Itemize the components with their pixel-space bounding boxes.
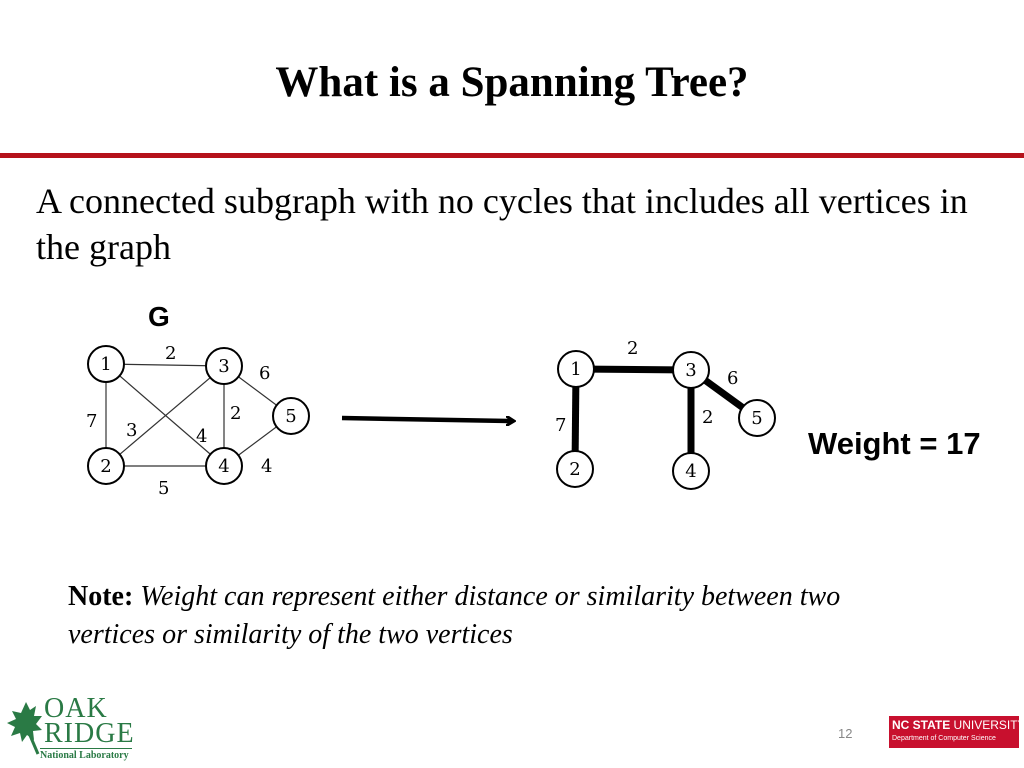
edge-2-3 [105, 365, 225, 467]
weight-2-3: 3 [126, 420, 137, 441]
tree-node-4: 4 [672, 452, 710, 490]
oak-leaf-icon [7, 702, 42, 755]
tree-weight-1-2: 7 [555, 415, 566, 436]
page-number: 12 [838, 726, 853, 741]
title-divider [0, 153, 1024, 158]
node-4-label: 4 [218, 456, 229, 477]
transform-arrow [341, 415, 512, 421]
tree-weight-1-3: 2 [627, 338, 638, 359]
oak-ridge-underline [40, 748, 132, 749]
tree-node-3-label: 3 [685, 360, 696, 381]
weight-3-4: 2 [230, 403, 241, 424]
weight-4-5: 4 [261, 456, 272, 477]
ncsu-logo: NC STATE UNIVERSITY Department of Comput… [889, 716, 1024, 748]
ncsu-logo-rest: UNIVERSITY [950, 718, 1024, 732]
weight-1-2: 7 [86, 411, 97, 432]
node-3: 3 [205, 347, 243, 385]
node-2-label: 2 [100, 456, 111, 477]
tree-node-5: 5 [738, 399, 776, 437]
slide-title: What is a Spanning Tree? [275, 59, 749, 106]
oak-ridge-logo-line3: National Laboratory [40, 750, 129, 761]
tree-node-2: 2 [556, 450, 594, 488]
ncsu-logo-line2: Department of Computer Science [892, 735, 996, 742]
tree-edge-1-3 [575, 365, 692, 374]
note-label: Note: [68, 581, 134, 612]
node-3-label: 3 [218, 356, 229, 377]
weight-1-4: 4 [196, 426, 207, 447]
oak-ridge-logo-line1: OAK [44, 693, 108, 724]
node-1: 1 [87, 345, 125, 383]
ncsu-logo-bold: NC STATE [892, 718, 951, 732]
note-block: Note: Weight can represent either distan… [68, 578, 928, 654]
tree-weight-3-4: 2 [702, 407, 713, 428]
tree-node-5-label: 5 [751, 408, 762, 429]
node-1-label: 1 [100, 354, 111, 375]
weight-1-3: 2 [165, 343, 176, 364]
tree-node-1: 1 [557, 350, 595, 388]
weight-3-5: 6 [259, 363, 270, 384]
weight-2-4: 5 [158, 478, 169, 499]
tree-node-4-label: 4 [685, 461, 696, 482]
tree-weight-3-5: 6 [727, 368, 738, 389]
node-5-label: 5 [285, 406, 296, 427]
note-body: Weight can represent either distance or … [68, 581, 841, 650]
tree-weight-total: Weight = 17 [808, 426, 981, 461]
node-5: 5 [272, 397, 310, 435]
ncsu-logo-line1: NC STATE UNIVERSITY [892, 718, 1024, 732]
tree-node-3: 3 [672, 351, 710, 389]
definition-text: A connected subgraph with no cycles that… [36, 181, 968, 267]
node-2: 2 [87, 447, 125, 485]
edge-1-3 [105, 363, 225, 367]
edge-1-4 [105, 363, 225, 467]
node-4: 4 [205, 447, 243, 485]
tree-node-2-label: 2 [569, 459, 580, 480]
tree-node-1-label: 1 [570, 359, 581, 380]
graph-label: G [148, 301, 170, 332]
oak-ridge-logo-line2: RIDGE [44, 718, 135, 749]
